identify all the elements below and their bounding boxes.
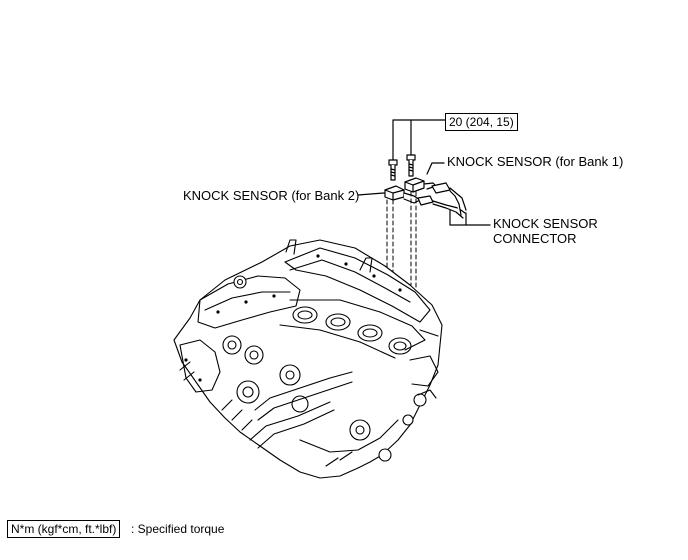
bolt-bank2 — [388, 159, 398, 181]
torque-leader-lines — [392, 119, 446, 161]
connector-leader — [449, 209, 491, 226]
knock-sensor-bank1-label: KNOCK SENSOR (for Bank 1) — [447, 154, 624, 169]
knock-sensor-connector-label-line2: CONNECTOR — [493, 231, 577, 246]
bank2-leader — [357, 192, 385, 196]
knock-sensor-connector-label-line1: KNOCK SENSOR — [493, 216, 598, 231]
torque-callout: 20 (204, 15) — [445, 113, 518, 131]
legend-description: : Specified torque — [131, 522, 225, 536]
engine-block — [173, 239, 443, 479]
knock-sensor-bank1 — [404, 177, 437, 193]
knock-sensor-bank2-label: KNOCK SENSOR (for Bank 2) — [183, 188, 360, 203]
knock-sensor-bank1-connector — [431, 182, 467, 216]
knock-sensor-bank2-connector — [417, 195, 466, 219]
bank1-leader — [426, 162, 445, 175]
bolt-bank1 — [406, 154, 416, 177]
legend-unit-box: N*m (kgf*cm, ft.*lbf) — [7, 520, 121, 538]
